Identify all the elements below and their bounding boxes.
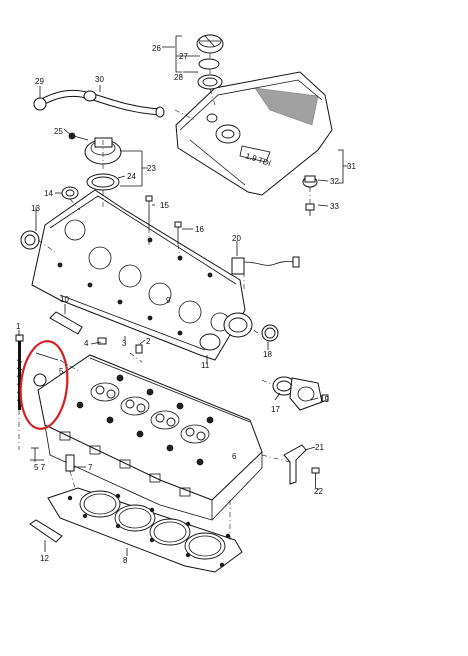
seal-14 — [61, 186, 79, 200]
callout-12: 12 — [40, 554, 49, 563]
small-parts-2-3 — [97, 337, 143, 354]
callout-5: 5 — [59, 367, 64, 376]
head-bolt-1 — [15, 334, 24, 410]
engine-cover: 1.9 TDI — [175, 71, 333, 196]
callout-27: 27 — [179, 52, 188, 61]
callout-5-7: 5 7 — [34, 463, 46, 472]
callout-1: 1 — [16, 322, 21, 331]
callout-26: 26 — [152, 44, 161, 53]
callout-10: 10 — [60, 295, 69, 304]
callout-labels: 26 27 28 29 30 25 24 23 31 32 33 14 13 1… — [16, 44, 356, 565]
head-gasket — [47, 487, 243, 573]
callout-28: 28 — [174, 73, 183, 82]
callout-31: 31 — [347, 162, 356, 171]
callout-9: 9 — [166, 296, 171, 305]
pressure-valve — [68, 132, 122, 191]
bracket-21-22 — [283, 444, 320, 488]
callout-11: 11 — [201, 361, 210, 370]
bolts-15-16 — [145, 195, 182, 244]
callout-13: 13 — [31, 204, 40, 213]
vacuum-pump — [272, 376, 329, 411]
callout-20: 20 — [232, 234, 241, 243]
ring-18 — [261, 324, 279, 342]
callout-22: 22 — [314, 487, 323, 496]
callout-25: 25 — [54, 127, 63, 136]
callout-17: 17 — [271, 405, 280, 414]
assembly-lines — [18, 53, 311, 540]
cover-mounts — [302, 175, 318, 216]
callout-7: 7 — [88, 463, 93, 472]
callout-4: 4 — [84, 339, 89, 348]
callout-21: 21 — [315, 443, 324, 452]
sensor-20 — [231, 256, 300, 275]
sleeve-10 — [49, 311, 83, 335]
callout-29: 29 — [35, 77, 44, 86]
camshaft-housing — [31, 189, 253, 361]
callout-8: 8 — [123, 556, 128, 565]
callout-15: 15 — [160, 201, 169, 210]
callout-32: 32 — [330, 177, 339, 186]
tool-12 — [29, 519, 63, 548]
breather-hose — [33, 89, 165, 118]
callout-19: 19 — [320, 395, 329, 404]
leader-lines — [18, 35, 348, 556]
callout-18: 18 — [263, 350, 272, 359]
highlight-circle — [19, 340, 69, 430]
callout-30: 30 — [95, 75, 104, 84]
cylinder-head — [37, 354, 263, 521]
callout-24: 24 — [127, 172, 136, 181]
seal-13 — [20, 230, 40, 250]
callout-33: 33 — [330, 202, 339, 211]
oil-filler-cap — [196, 34, 224, 90]
callout-2: 2 — [146, 337, 151, 346]
callout-23: 23 — [147, 164, 156, 173]
callout-6: 6 — [232, 452, 237, 461]
callout-3: 3 — [122, 339, 127, 348]
callout-16: 16 — [195, 225, 204, 234]
studs-5-6 — [33, 352, 75, 472]
callout-14: 14 — [44, 189, 53, 198]
